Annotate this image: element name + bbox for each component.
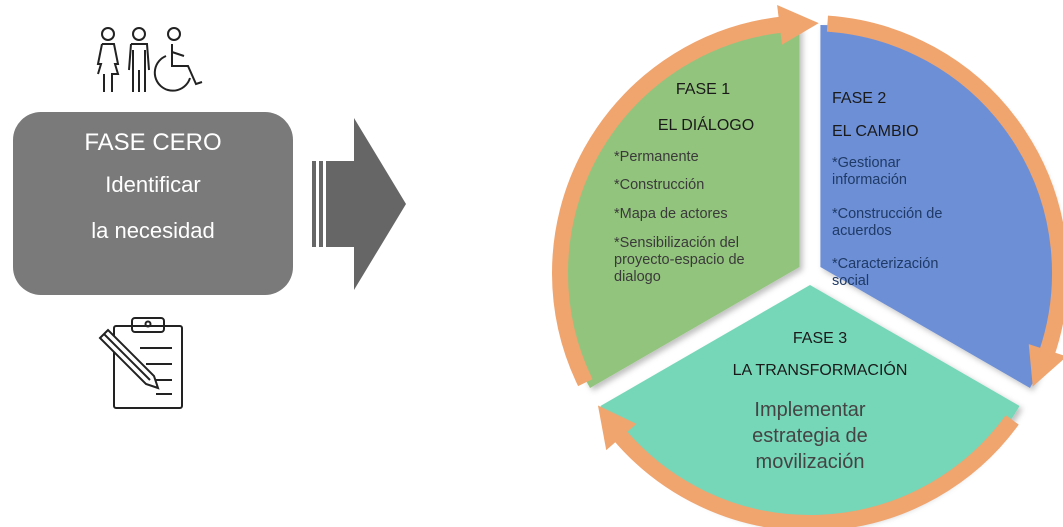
fase1-item: *Permanente bbox=[614, 149, 699, 165]
fase1-item: *Construcción bbox=[614, 177, 705, 193]
fase3-number: FASE 3 bbox=[792, 330, 848, 347]
fase-cero-title: FASE CERO bbox=[84, 129, 222, 156]
fase1-name: EL DIÁLOGO bbox=[657, 117, 755, 134]
fase2-item: *Gestionar información bbox=[832, 155, 907, 188]
person-man-icon bbox=[128, 27, 150, 92]
cycle-diagram bbox=[552, 5, 1063, 527]
big-arrow-icon bbox=[312, 118, 406, 290]
fase2-cycle-arrow-head bbox=[1028, 344, 1063, 387]
fase1-cycle-arrow-head bbox=[777, 5, 819, 45]
fase3-sector bbox=[600, 285, 1020, 527]
wheelchair-icon bbox=[153, 27, 203, 92]
fase1-item: *Mapa de actores bbox=[614, 206, 728, 222]
fase1-cycle-arrow bbox=[552, 16, 785, 387]
fase2-name: EL CAMBIO bbox=[832, 123, 919, 140]
fase3-cycle-arrow bbox=[612, 415, 1019, 527]
person-woman-icon bbox=[96, 27, 120, 92]
fase2-item: *Caracterización social bbox=[832, 256, 939, 289]
fase2-cycle-arrow bbox=[826, 15, 1063, 357]
pencil-icon bbox=[98, 328, 160, 390]
clipboard-icon bbox=[98, 317, 183, 409]
fase1-number: FASE 1 bbox=[675, 81, 731, 98]
fase3-name: LA TRANSFORMACIÓN bbox=[732, 362, 908, 379]
fase3-cycle-arrow-head bbox=[597, 405, 637, 451]
fase1-item: *Sensibilización del proyecto-espacio de… bbox=[614, 235, 745, 285]
fase-cero-box: FASE CERO Identificar la necesidad bbox=[13, 112, 293, 295]
fase3-description: Implementar estrategia de movilización bbox=[752, 399, 868, 473]
fase2-number: FASE 2 bbox=[832, 90, 887, 107]
fase2-item: *Construcción de acuerdos bbox=[832, 206, 943, 239]
fase-cero-line1: Identificar bbox=[105, 172, 201, 197]
restroom-people-icons bbox=[96, 27, 203, 92]
fase-cero-line2: la necesidad bbox=[91, 218, 215, 243]
